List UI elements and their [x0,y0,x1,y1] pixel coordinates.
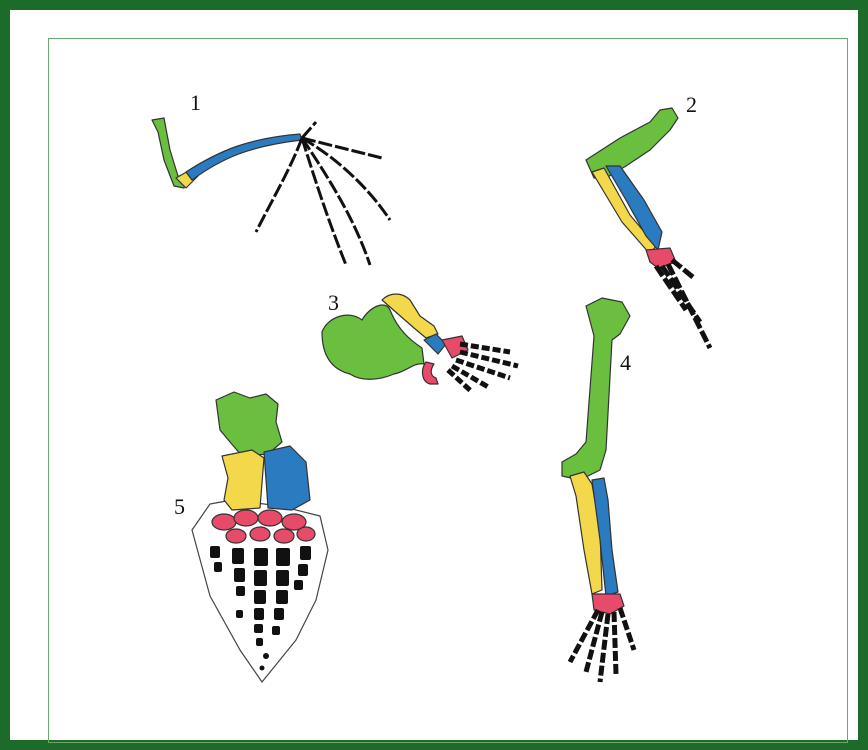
limb-homology-diagram [10,10,858,740]
limb-5-ulna [264,446,310,510]
limb-5-radius [222,450,264,510]
limb-2-humerus [586,108,678,178]
limb-2-digits [656,260,710,348]
label-2: 2 [686,92,697,118]
label-1: 1 [190,90,201,116]
limb-5-humerus [216,392,282,456]
limb-1-bat-wing [152,118,390,265]
limb-2-carpals [646,248,676,268]
limb-3-forelimb [322,294,518,392]
limb-4-digits [570,608,634,682]
limb-1-forearm [186,134,302,180]
label-4: 4 [620,350,631,376]
limb-4-humerus [562,298,630,480]
label-5: 5 [174,494,185,520]
limb-5-flipper [192,392,328,682]
label-3: 3 [328,290,339,316]
slide-frame: 1 2 3 4 5 [10,10,858,740]
